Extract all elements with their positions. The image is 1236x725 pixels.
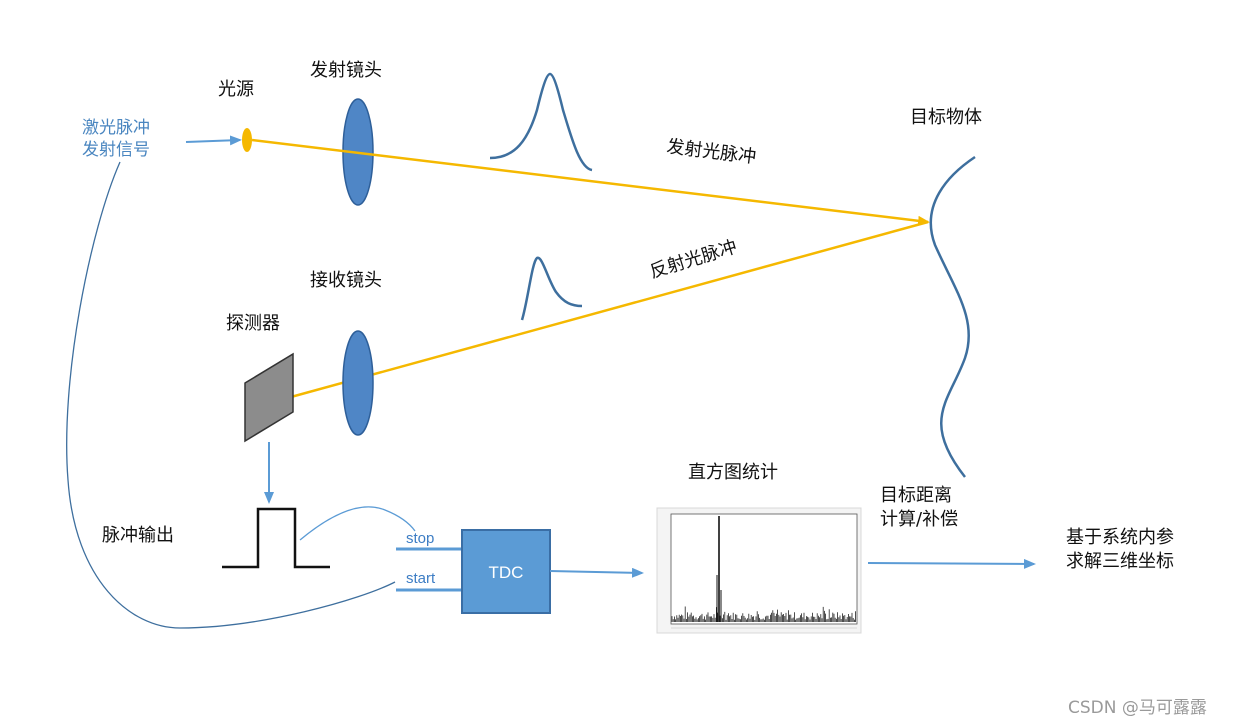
result-arrow bbox=[867, 558, 1036, 569]
tdc-label: TDC bbox=[489, 563, 524, 582]
light-source bbox=[242, 128, 252, 152]
watermark: CSDN @马可露露 bbox=[1068, 698, 1207, 718]
emit-pulse-waveform bbox=[489, 72, 593, 172]
start-connector-curve bbox=[66, 161, 396, 629]
stop-port-label: stop bbox=[406, 530, 434, 547]
histogram-label: 直方图统计 bbox=[688, 462, 778, 483]
distance-calc-label-line2: 计算/补偿 bbox=[880, 509, 958, 530]
start-port-label: start bbox=[406, 570, 436, 587]
laser-signal-label-line2: 发射信号 bbox=[82, 140, 150, 160]
result-label-line1: 基于系统内参 bbox=[1066, 527, 1174, 548]
target-surface-curve bbox=[929, 155, 976, 478]
detector bbox=[244, 352, 294, 443]
detector-label: 探测器 bbox=[226, 313, 280, 334]
reflect-pulse-label: 反射光脉冲 bbox=[647, 236, 739, 282]
reflect-pulse-waveform bbox=[520, 256, 583, 321]
receive-lens-label: 接收镜头 bbox=[310, 270, 382, 291]
histogram-image bbox=[656, 507, 862, 634]
pulse-output-waveform bbox=[222, 507, 330, 569]
emit-beam-arrow bbox=[251, 138, 930, 226]
stop-connector-curve bbox=[299, 506, 416, 541]
tdc-output-arrow bbox=[549, 567, 644, 578]
target-label: 目标物体 bbox=[910, 107, 982, 128]
receive-lens bbox=[342, 330, 374, 436]
result-label-line2: 求解三维坐标 bbox=[1066, 551, 1174, 572]
emit-lens-label: 发射镜头 bbox=[310, 60, 382, 81]
laser-signal-arrow bbox=[185, 135, 242, 146]
light-source-label: 光源 bbox=[218, 79, 254, 100]
emit-pulse-label: 发射光脉冲 bbox=[665, 136, 757, 168]
reflect-beam-arrow bbox=[278, 220, 929, 403]
laser-signal-label-line1: 激光脉冲 bbox=[82, 118, 150, 138]
tdc-block bbox=[461, 529, 551, 614]
pulse-output-label: 脉冲输出 bbox=[102, 525, 174, 546]
distance-calc-label-line1: 目标距离 bbox=[880, 485, 952, 506]
